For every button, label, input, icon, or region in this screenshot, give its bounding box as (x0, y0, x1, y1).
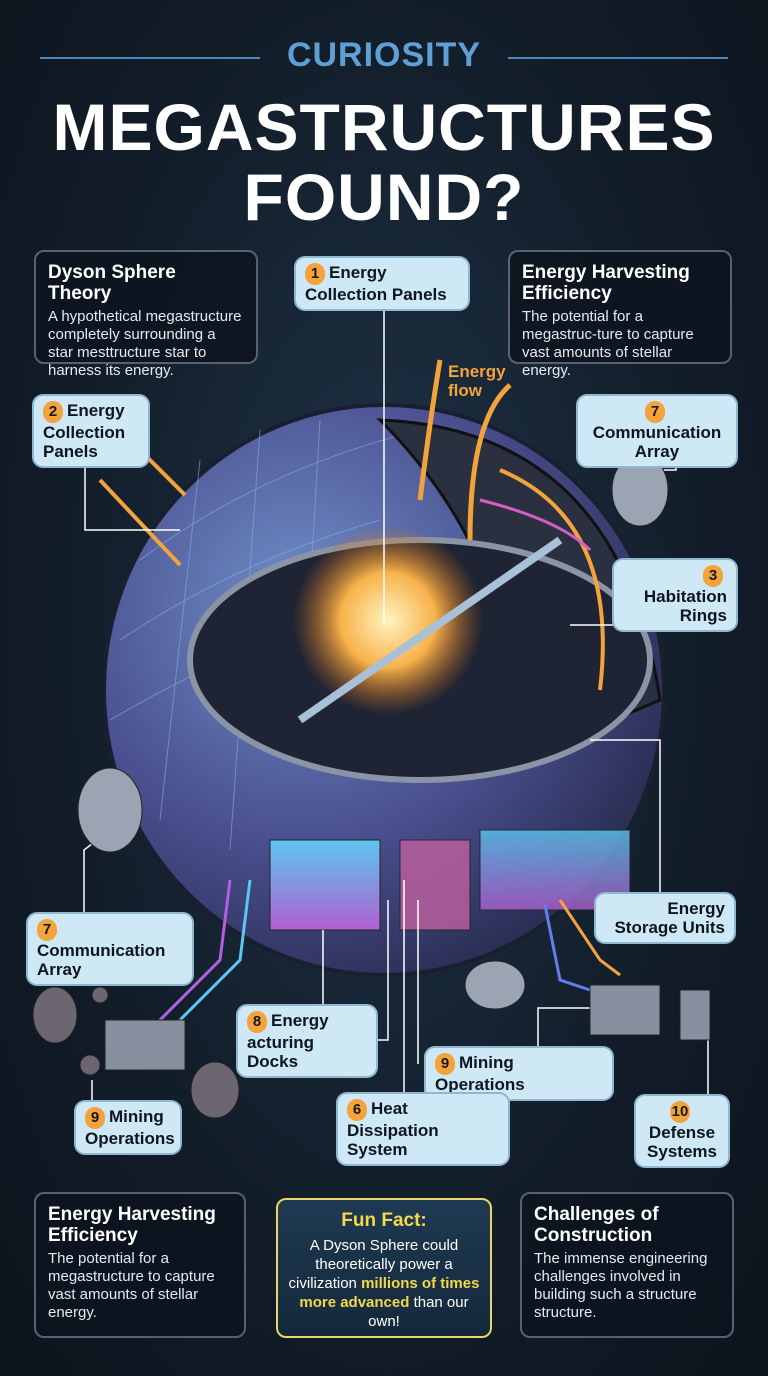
energy-flow-label: Energy flow (448, 362, 506, 400)
callout-label: Defense Systems (647, 1123, 717, 1161)
spindle (297, 536, 563, 724)
info-box-dyson-theory: Dyson Sphere Theory A hypothetical megas… (34, 250, 258, 379)
fun-fact-text-end: than our own! (368, 1294, 469, 1330)
callout-defense-systems: 10Defense Systems (636, 1096, 728, 1166)
kicker: CURIOSITY (286, 36, 482, 74)
callout-habitation-rings: 3Habitation Rings (614, 560, 736, 630)
box-text: A hypothetical megastructure completely … (48, 308, 242, 379)
number-badge: 7 (645, 401, 665, 423)
divider (508, 57, 728, 59)
info-box-challenges: Challenges of Construction The immense e… (520, 1192, 734, 1338)
box-title: Energy Harvesting Efficiency (522, 262, 690, 304)
info-box-harvesting-efficiency-bottom: Energy Harvesting Efficiency The potenti… (34, 1192, 246, 1338)
callout-communication-array-2: 7Communication Array (28, 914, 192, 984)
box-title: Energy Harvesting Efficiency (48, 1204, 216, 1246)
box-text: The potential for a megastruc-ture to ca… (522, 308, 694, 379)
number-badge: 6 (347, 1099, 367, 1121)
callout-label: Habitation Rings (643, 587, 727, 625)
callout-label: Mining Operations (85, 1107, 175, 1148)
fun-fact-highlight: millions of times more advanced (299, 1275, 480, 1311)
box-text: The immense engineering challenges invol… (534, 1250, 708, 1321)
page-title-line2: FOUND? (243, 160, 525, 234)
fun-fact-box: Fun Fact: A Dyson Sphere could theoretic… (276, 1198, 492, 1338)
asteroids (32, 986, 240, 1119)
satellite-dish-icon (77, 767, 143, 853)
box-title: Challenges of Construction (534, 1204, 659, 1246)
fun-fact-text: A Dyson Sphere could theoretically power… (288, 1237, 459, 1292)
box-title: Dyson Sphere Theory (48, 262, 176, 304)
divider (40, 57, 260, 59)
callout-label: Communication Array (592, 423, 722, 461)
callout-label: Heat Dissipation System (347, 1099, 439, 1159)
number-badge: 7 (37, 919, 57, 941)
number-badge: 8 (247, 1011, 267, 1033)
page-title: MEGASTRUCTURES (52, 90, 716, 164)
callout-label: Energy Collection Panels (43, 401, 126, 461)
callout-label: Energy Collection Panels (305, 263, 447, 304)
box-text: The potential for a megastructure to cap… (48, 1250, 215, 1321)
callout-energy-storage-units: Energy Storage Units (596, 894, 734, 942)
number-badge: 1 (305, 263, 325, 285)
number-badge: 9 (435, 1053, 455, 1075)
number-badge: 10 (670, 1101, 690, 1123)
energy-storage-cells (269, 839, 381, 931)
callout-label: Energy Storage Units (614, 899, 725, 937)
info-box-harvesting-efficiency: Energy Harvesting Efficiency The potenti… (508, 250, 732, 379)
energy-flow-arrow (417, 359, 443, 501)
callout-label: Communication Array (37, 941, 166, 979)
callout-label: Energy acturing Docks (247, 1011, 329, 1071)
number-badge: 9 (85, 1107, 105, 1129)
defense-module (589, 984, 661, 1036)
callout-label: Mining Operations (435, 1053, 525, 1094)
number-badge: 2 (43, 401, 63, 423)
fun-fact-title: Fun Fact: (341, 1210, 427, 1231)
callout-communication-array: 7Communication Array (578, 396, 736, 466)
number-badge: 3 (703, 565, 723, 587)
mining-station (104, 1019, 186, 1071)
star (293, 525, 483, 715)
